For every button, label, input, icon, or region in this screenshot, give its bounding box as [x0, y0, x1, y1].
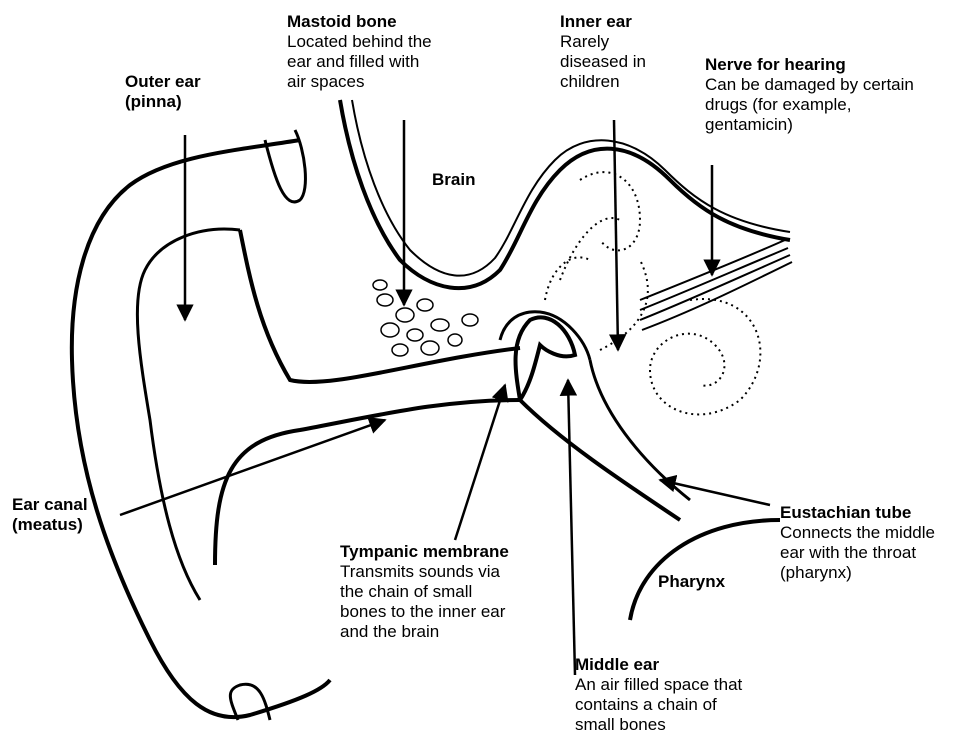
- pinna-outline: [72, 140, 330, 717]
- hearing-nerve: [640, 240, 792, 330]
- arrow-middle-ear: [568, 380, 575, 675]
- arrow-ear-canal: [120, 420, 385, 515]
- label-ear-canal: Ear canal (meatus): [12, 495, 88, 535]
- label-nerve-title: Nerve for hearing: [705, 55, 914, 75]
- ear-canal-upper: [240, 230, 520, 382]
- label-brain: Brain: [432, 170, 475, 190]
- label-inner-ear: Inner ear Rarely diseased in children: [560, 12, 646, 92]
- label-tympanic: Tympanic membrane Transmits sounds via t…: [340, 542, 509, 642]
- ossicles: [516, 317, 575, 400]
- arrow-eustachian: [660, 480, 770, 505]
- label-tympanic-title: Tympanic membrane: [340, 542, 509, 562]
- eustachian-tube-upper: [590, 360, 690, 500]
- pinna-inner-fold: [137, 229, 240, 600]
- label-middle-ear: Middle ear An air filled space that cont…: [575, 655, 742, 735]
- label-middle-ear-title: Middle ear: [575, 655, 742, 675]
- label-mastoid-title: Mastoid bone: [287, 12, 432, 32]
- arrow-tympanic: [455, 385, 505, 540]
- mastoid-air-cells: [373, 280, 478, 356]
- label-nerve: Nerve for hearing Can be damaged by cert…: [705, 55, 914, 135]
- label-eustachian-title: Eustachian tube: [780, 503, 935, 523]
- arrow-inner-ear: [614, 120, 618, 350]
- label-mastoid: Mastoid bone Located behind the ear and …: [287, 12, 432, 92]
- eustachian-tube: [520, 400, 680, 520]
- label-tympanic-desc: Transmits sounds via the chain of small …: [340, 562, 509, 642]
- label-outer-ear-title: Outer ear (pinna): [125, 72, 201, 112]
- label-mastoid-desc: Located behind the ear and filled with a…: [287, 32, 432, 92]
- label-eustachian: Eustachian tube Connects the middle ear …: [780, 503, 935, 583]
- label-pharynx: Pharynx: [658, 572, 725, 592]
- label-inner-ear-desc: Rarely diseased in children: [560, 32, 646, 92]
- label-middle-ear-desc: An air filled space that contains a chai…: [575, 675, 742, 735]
- label-nerve-desc: Can be damaged by certain drugs (for exa…: [705, 75, 914, 135]
- label-eustachian-desc: Connects the middle ear with the throat …: [780, 523, 935, 583]
- pharynx-outline: [630, 520, 780, 620]
- label-inner-ear-title: Inner ear: [560, 12, 646, 32]
- label-outer-ear: Outer ear (pinna): [125, 72, 201, 112]
- label-ear-canal-title: Ear canal (meatus): [12, 495, 88, 535]
